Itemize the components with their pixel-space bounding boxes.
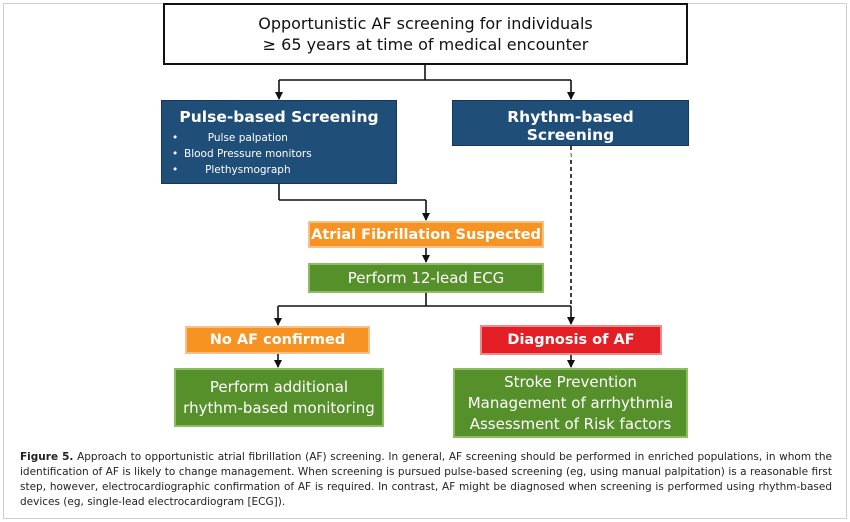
rhythm-based-screening-box: Rhythm-based Screening Single-lead ECG d…: [452, 100, 689, 164]
pulse-based-screening-box: Pulse-based Screening Pulse palpation Bl…: [161, 100, 397, 184]
pulse-box-title: Pulse-based Screening: [179, 108, 379, 126]
caption-label: Figure 5.: [20, 451, 74, 463]
additional-line1: Perform additional: [209, 377, 349, 396]
additional-monitoring-box: Perform additional rhythm-based monitori…: [174, 368, 384, 427]
prevention-line1: Stroke Prevention: [504, 372, 637, 391]
top-box-line2: ≥ 65 years at time of medical encounter: [262, 35, 589, 54]
top-box-line1: Opportunistic AF screening for individua…: [258, 14, 593, 33]
prevention-line2: Management of arrhythmia: [467, 393, 674, 412]
opportunistic-screening-box: Opportunistic AF screening for individua…: [163, 3, 688, 65]
no-af-confirmed-box: No AF confirmed: [185, 326, 370, 354]
pulse-box-item: Blood Pressure monitors: [172, 146, 312, 162]
af-suspected-label: Atrial Fibrillation Suspected: [311, 226, 541, 243]
af-suspected-box: Atrial Fibrillation Suspected: [308, 221, 544, 248]
caption-text: Approach to opportunistic atrial fibrill…: [20, 451, 832, 508]
no-af-label: No AF confirmed: [209, 332, 346, 348]
pulse-box-item: Plethysmograph: [172, 162, 312, 178]
diagnosis-of-af-box: Diagnosis of AF: [480, 325, 662, 355]
perform-ecg-label: Perform 12-lead ECG: [347, 268, 505, 287]
pulse-box-item: Pulse palpation: [172, 130, 312, 146]
rhythm-box-item: Single-lead ECG devices: [463, 148, 602, 164]
pulse-box-list: Pulse palpation Blood Pressure monitors …: [170, 130, 312, 178]
diagnosis-label: Diagnosis of AF: [507, 332, 635, 348]
rhythm-box-list: Single-lead ECG devices: [461, 148, 602, 164]
additional-line2: rhythm-based monitoring: [183, 398, 375, 417]
rhythm-box-title: Rhythm-based Screening: [507, 108, 634, 144]
stroke-prevention-box: Stroke Prevention Management of arrhythm…: [453, 368, 688, 438]
prevention-line3: Assessment of Risk factors: [469, 414, 672, 433]
perform-ecg-box: Perform 12-lead ECG: [308, 263, 544, 293]
figure-caption: Figure 5. Approach to opportunistic atri…: [20, 450, 832, 510]
